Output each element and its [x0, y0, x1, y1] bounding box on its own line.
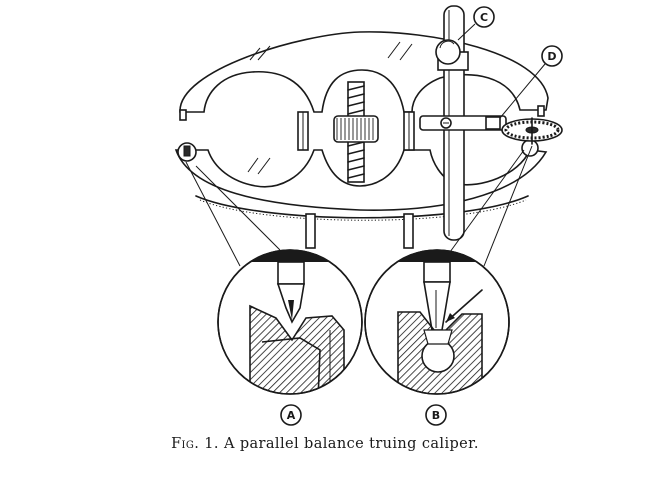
figure-caption-text: A parallel balance truing caliper.: [223, 436, 479, 452]
svg-text:A: A: [287, 409, 296, 422]
detail-leader-lines: [185, 145, 533, 267]
figure-caption: Fig. 1. A parallel balance truing calipe…: [0, 436, 650, 452]
balance-wheel: [501, 117, 563, 145]
detail-a-circle: [217, 249, 363, 395]
indicator-arm: [419, 115, 507, 131]
label-a: A: [280, 404, 302, 426]
plate-posts: [297, 111, 415, 249]
figure-number: Fig. 1.: [171, 436, 219, 452]
adjusting-screw: [333, 81, 379, 183]
svg-text:D: D: [547, 50, 556, 63]
label-d: D: [499, 45, 563, 119]
svg-text:B: B: [432, 409, 440, 422]
plate-end-pins: [177, 105, 545, 162]
svg-text:C: C: [480, 11, 488, 24]
detail-b-circle: [364, 249, 510, 395]
label-c: C: [457, 6, 495, 41]
label-b: B: [425, 404, 447, 426]
